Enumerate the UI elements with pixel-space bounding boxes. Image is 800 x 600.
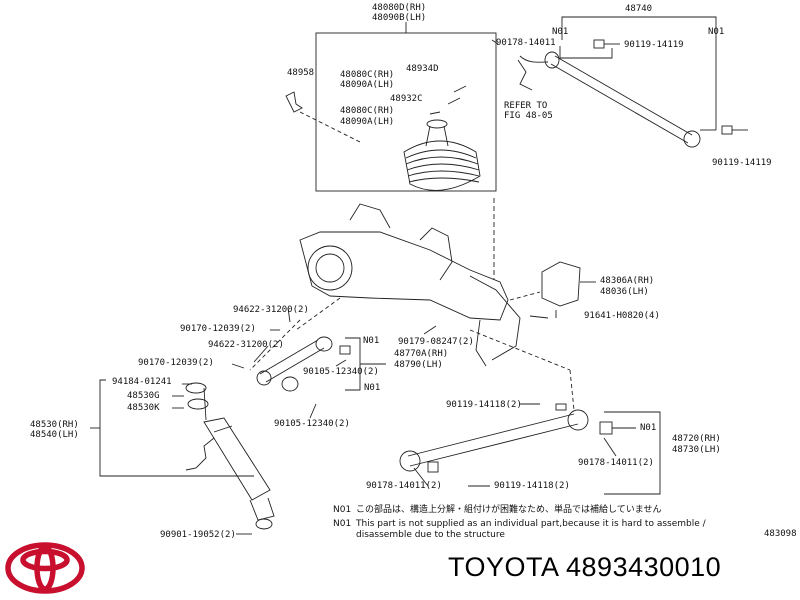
bracket-48306a [541, 261, 581, 307]
label-90105-12340: 90105-12340(2) [303, 367, 379, 377]
label-90901-19052: 90901-19052(2) [160, 530, 236, 540]
label-48540: 48540(LH) [30, 430, 79, 440]
note-english-line1: This part is not supplied as an individu… [356, 519, 706, 529]
label-48770a: 48770A(RH) [394, 349, 449, 359]
label-48306a: 48306A(RH) [600, 276, 655, 286]
label-94184-01241: 94184-01241 [112, 377, 172, 387]
label-48090a: 48090A(LH) [340, 80, 395, 90]
label-48934d: 48934D [406, 64, 439, 74]
toyota-logo-icon [5, 542, 85, 594]
label-n01: N01 [640, 423, 657, 433]
shock-absorber [185, 382, 275, 530]
label-48730: 48730(LH) [672, 445, 721, 455]
label-90119-14119: 90119-14119 [624, 40, 684, 50]
label-fig: FIG 48-05 [504, 111, 553, 121]
label-48090a: 48090A(LH) [340, 117, 395, 127]
label-90178-14011: 90178-14011 [496, 38, 556, 48]
label-90119-14119: 90119-14119 [712, 158, 772, 168]
label-48036: 48036(LH) [600, 287, 649, 297]
label-48958: 48958 [287, 68, 315, 78]
upper-control-rod [544, 39, 748, 148]
lateral-link-48770a [256, 336, 351, 392]
lower-control-arm [399, 403, 613, 473]
air-spring [403, 119, 481, 191]
label-90170-12039: 90170-12039(2) [180, 324, 256, 334]
note-english-line2: disassemble due to the structure [356, 530, 505, 540]
label-refer-to: REFER TO [504, 101, 548, 111]
note-n01-tag: N01 [333, 519, 352, 529]
label-48740: 48740 [625, 4, 653, 14]
label-48530: 48530(RH) [30, 420, 79, 430]
label-n01: N01 [552, 27, 569, 37]
label-91641-h0820: 91641-H0820(4) [584, 311, 660, 321]
label-48932c: 48932C [390, 94, 423, 104]
label-90170-12039: 90170-12039(2) [138, 358, 214, 368]
note-japanese: この部品は、構造上分解・組付けが困難なため、単品では補給していません [356, 505, 662, 515]
diagram-code: 483098 [764, 529, 797, 539]
label-48090b: 48090B(LH) [372, 13, 427, 23]
label-90119-14118: 90119-14118(2) [494, 481, 570, 491]
label-90178-14011: 90178-14011(2) [578, 458, 654, 468]
label-94622-31200: 94622-31200(2) [233, 305, 309, 315]
label-90105-12340: 90105-12340(2) [274, 419, 350, 429]
label-n01: N01 [363, 336, 380, 346]
axle-housing [299, 203, 521, 367]
label-48530g: 48530G [127, 391, 160, 401]
label-n01: N01 [708, 27, 725, 37]
label-48530k: 48530K [127, 403, 160, 413]
label-48080d: 48080D(RH) [372, 3, 427, 13]
label-90119-14118: 90119-14118(2) [446, 400, 522, 410]
label-94622-31200: 94622-31200(2) [208, 340, 284, 350]
note-n01-tag: N01 [333, 505, 352, 515]
label-48790: 48790(LH) [394, 360, 443, 370]
label-90178-14011: 90178-14011(2) [366, 481, 442, 491]
label-90179-08247: 90179-08247(2) [398, 337, 474, 347]
label-48080c: 48080C(RH) [340, 106, 395, 116]
label-48080c: 48080C(RH) [340, 70, 395, 80]
label-48720: 48720(RH) [672, 434, 721, 444]
label-n01: N01 [364, 383, 381, 393]
brand-part-number: TOYOTA 4893430010 [448, 552, 722, 582]
